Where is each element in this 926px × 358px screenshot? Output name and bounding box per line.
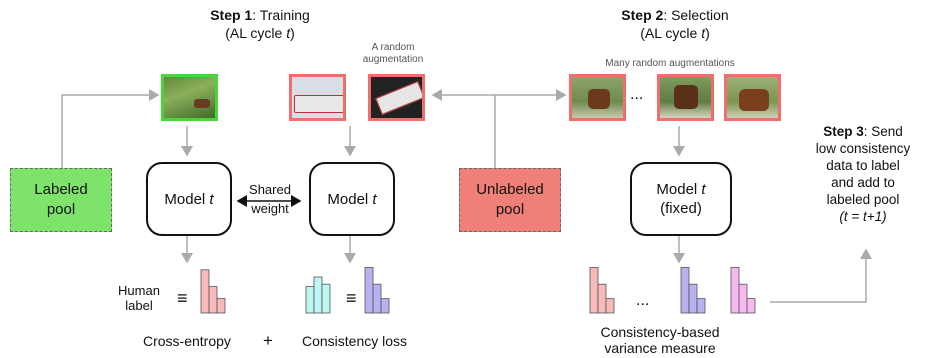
step2-title: Step 2: Selection (AL cycle t) [595, 6, 755, 42]
random-aug-caption: A random augmentation [352, 42, 434, 66]
augmented-image-horse-2 [657, 74, 714, 121]
histogram-variance-3 [730, 266, 756, 314]
arrow-labeled-to-image [61, 89, 160, 168]
model-right-label: Model [327, 190, 373, 208]
step1-cycle-post: ) [290, 25, 295, 41]
model-fixed: Model t (fixed) [630, 162, 732, 236]
labeled-image-cow [161, 74, 218, 121]
human-label-line2: label [125, 298, 153, 313]
step3-formula: (t = t+1) [839, 209, 887, 224]
step2-cycle-post: ) [705, 25, 710, 41]
histogram-bar [605, 298, 615, 314]
labeled-pool-line1: Labeled [34, 181, 88, 198]
variance-line2: variance measure [604, 340, 716, 356]
histogram-bar [305, 286, 315, 314]
augmented-image-bus [368, 74, 425, 121]
histogram-bar [730, 266, 740, 314]
augmented-image-horse-1 [569, 74, 626, 121]
histogram-bar [738, 283, 748, 314]
arrow-unlabeled-to-aug [431, 89, 496, 168]
histogram-bar [372, 283, 382, 314]
histogram-bar [216, 298, 226, 314]
variance-line1: Consistency-based [600, 324, 720, 340]
step2-bold: Step 2 [621, 7, 664, 23]
augmented-image-horse-3 [724, 74, 781, 121]
unlabeled-pool-line1: Unlabeled [476, 181, 544, 198]
consistency-loss-label: Consistency loss [302, 333, 408, 349]
labeled-pool: Labeled pool [10, 168, 112, 232]
cross-entropy-label: Cross-entropy [143, 333, 231, 349]
histogram-bar [680, 266, 690, 314]
human-label-caption: Human label [113, 283, 165, 313]
step3-bold: Step 3 [823, 124, 864, 139]
histogram-bar [321, 283, 331, 314]
unlabeled-pool: Unlabeled pool [459, 168, 561, 232]
step3-title: Step 3: Send low consistency data to lab… [800, 123, 926, 225]
histogram-bar [696, 298, 706, 314]
histogram-bar [208, 286, 218, 314]
ellipsis-bottom: ... [636, 292, 650, 309]
model-left-var: t [209, 190, 214, 208]
bus-shape [294, 95, 343, 113]
labeled-pool-line2: pool [46, 201, 76, 218]
histogram-bar [380, 298, 390, 314]
step1-title: Step 1: Training (AL cycle t) [180, 6, 340, 42]
equiv-left: ≡ [177, 288, 188, 308]
plus-sign: + [263, 331, 273, 350]
step3-line: data to label [826, 158, 900, 173]
model-fixed-var: t [701, 181, 706, 198]
histogram-bar [597, 283, 607, 314]
ellipsis-top: ... [630, 86, 644, 103]
step2-cycle-var: t [701, 25, 706, 41]
model-right-var: t [372, 190, 377, 208]
histogram-bar [200, 269, 210, 314]
step1-rest: : Training [252, 7, 310, 23]
random-aug-line1: A random [371, 42, 415, 53]
human-label-line1: Human [118, 283, 160, 298]
unlabeled-pool-line2: pool [495, 201, 525, 218]
histogram-variance-2 [680, 266, 706, 314]
horse-shape [674, 85, 698, 109]
step1-cycle-var: t [286, 25, 291, 41]
equiv-right: ≡ [346, 288, 357, 308]
model-fixed-label: Model [656, 181, 702, 198]
histogram-augmented [305, 276, 331, 314]
step1-bold: Step 1 [210, 7, 253, 23]
step3-line: and add to [831, 175, 895, 190]
step3-rest: : Send [863, 124, 903, 139]
model-left-label: Model [164, 190, 210, 208]
shared-weight-line1: Shared [249, 182, 291, 197]
many-aug-caption: Many random augmentations [605, 58, 735, 69]
shared-weight-label: Shared weight [238, 181, 302, 217]
histogram-bar [589, 266, 599, 314]
cow-shape [194, 99, 210, 108]
histogram-bar [364, 266, 374, 314]
shared-weight-line2: weight [251, 201, 289, 216]
model-fixed-sub: (fixed) [660, 200, 702, 217]
horse-shape [739, 89, 769, 111]
unlabeled-image-bus [289, 74, 346, 121]
histogram-human-label [200, 269, 226, 314]
step3-line: labeled pool [826, 192, 900, 207]
histogram-bar [746, 298, 756, 314]
random-aug-line2: augmentation [362, 54, 424, 65]
histogram-layer [200, 266, 756, 314]
histogram-bar [688, 283, 698, 314]
arrow-to-step3 [770, 248, 872, 303]
model-right: Model t [309, 162, 395, 236]
model-left: Model t [146, 162, 232, 236]
histogram-prediction [364, 266, 390, 314]
step2-cycle-pre: (AL cycle [640, 25, 702, 41]
step3-line: low consistency [815, 141, 911, 156]
bus-rotated-shape [375, 81, 422, 115]
step2-rest: : Selection [663, 7, 729, 23]
variance-caption: Consistency-based variance measure [575, 324, 745, 356]
step1-cycle-pre: (AL cycle [225, 25, 287, 41]
histogram-variance-1 [589, 266, 615, 314]
horse-shape [588, 89, 610, 109]
histogram-bar [313, 276, 323, 314]
